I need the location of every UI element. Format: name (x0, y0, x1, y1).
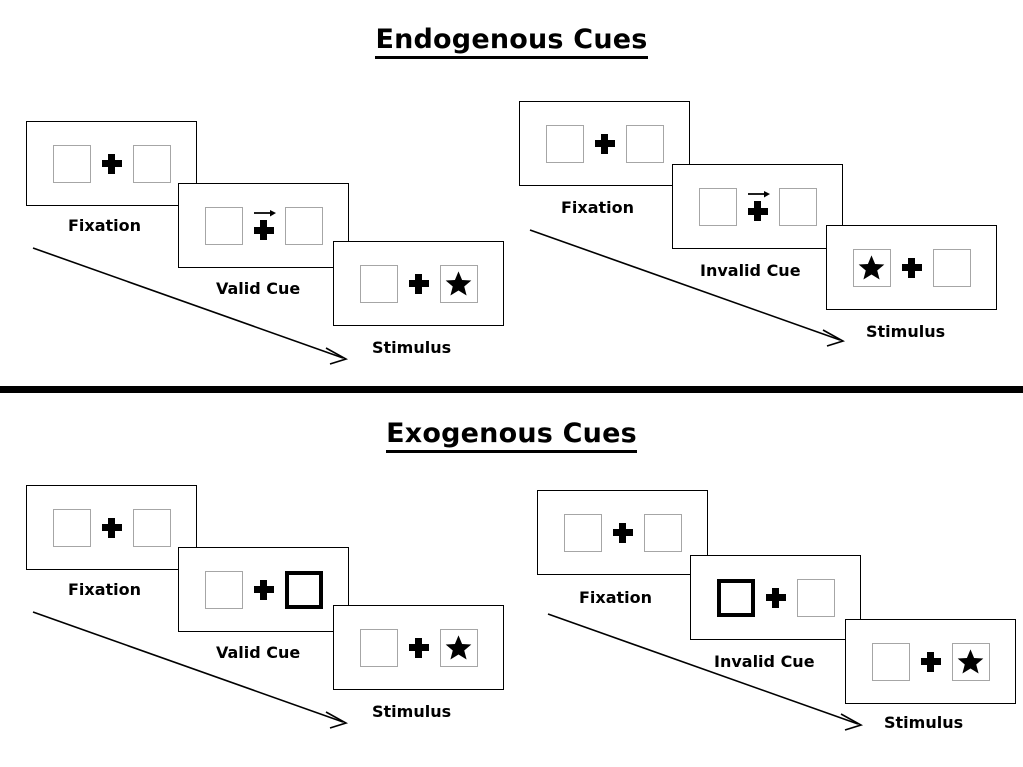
fixation-cross-wrap (765, 579, 786, 617)
section-title-exogenous-text: Exogenous Cues (386, 418, 637, 453)
caption-exogenous-valid-cue: Valid Cue (216, 643, 301, 662)
fixation-cross-wrap (408, 265, 429, 303)
plus-cross-icon (901, 257, 922, 278)
plus-cross-icon (920, 651, 941, 672)
stimulus-box-right (951, 642, 990, 681)
stimulus-box-left (871, 642, 910, 681)
stimulus-box-left (852, 248, 891, 287)
panel-exogenous-valid-stimulus (333, 605, 504, 690)
caption-endogenous-invalid-fixation: Fixation (561, 198, 635, 217)
arrow-right-icon (747, 190, 770, 197)
stimulus-box-left (359, 264, 398, 303)
stimulus-box-left-cued (716, 578, 755, 617)
stimulus-box-right (132, 144, 171, 183)
panel-content (563, 513, 682, 552)
stimulus-box-left (52, 508, 91, 547)
stimulus-box-right (284, 206, 323, 245)
caption-exogenous-invalid-fixation: Fixation (579, 588, 653, 607)
panel-content (698, 187, 817, 226)
panel-exogenous-invalid-stimulus (845, 619, 1016, 704)
panel-exogenous-invalid-cue (690, 555, 861, 640)
stimulus-box-left (204, 206, 243, 245)
fixation-cross-wrap (101, 145, 122, 183)
fixation-cross-wrap (594, 125, 615, 163)
fixation-cross-wrap (901, 249, 922, 287)
fixation-cross-wrap (612, 514, 633, 552)
fixation-cross-wrap (408, 629, 429, 667)
stimulus-box-left (52, 144, 91, 183)
plus-cross-icon (747, 201, 768, 221)
stimulus-box-right (132, 508, 171, 547)
stimulus-box-right (778, 187, 817, 226)
plus-cross-icon (101, 517, 122, 538)
stimulus-box-right-cued (284, 570, 323, 609)
stimulus-box-left (204, 570, 243, 609)
flow-arrow-endogenous-valid (32, 247, 349, 365)
caption-endogenous-invalid-stimulus: Stimulus (866, 322, 946, 341)
plus-cross-icon (253, 579, 274, 600)
panel-endogenous-valid-cue (178, 183, 349, 268)
star-icon (445, 271, 472, 296)
stimulus-box-left (545, 124, 584, 163)
caption-endogenous-invalid-cue: Invalid Cue (700, 261, 801, 280)
panel-content (359, 628, 478, 667)
section-divider (0, 386, 1023, 393)
plus-cross-icon (612, 522, 633, 543)
fixation-cross-wrap (101, 509, 122, 547)
caption-exogenous-valid-fixation: Fixation (68, 580, 142, 599)
panel-content (204, 570, 323, 609)
panel-endogenous-valid-fixation (26, 121, 197, 206)
panel-content (52, 144, 171, 183)
fixation-cross-wrap (253, 571, 274, 609)
section-title-endogenous-text: Endogenous Cues (375, 24, 648, 59)
panel-endogenous-valid-stimulus (333, 241, 504, 326)
flow-arrow-endogenous-invalid (529, 229, 846, 347)
panel-exogenous-valid-cue (178, 547, 349, 632)
flow-arrow-exogenous-valid (32, 611, 349, 729)
star-icon (445, 635, 472, 660)
stimulus-box-right (643, 513, 682, 552)
panel-content (871, 642, 990, 681)
plus-cross-icon (594, 133, 615, 154)
caption-exogenous-invalid-cue: Invalid Cue (714, 652, 815, 671)
plus-cross-icon (765, 587, 786, 608)
stimulus-box-right (625, 124, 664, 163)
panel-content (52, 508, 171, 547)
panel-content (545, 124, 664, 163)
plus-cross-icon (253, 220, 274, 240)
panel-exogenous-valid-fixation (26, 485, 197, 570)
flow-arrow-exogenous-invalid (547, 613, 864, 731)
stimulus-box-right (439, 628, 478, 667)
fixation-cross-wrap (920, 643, 941, 681)
panel-endogenous-invalid-stimulus (826, 225, 997, 310)
stimulus-box-left (698, 187, 737, 226)
panel-content (359, 264, 478, 303)
stimulus-box-right (796, 578, 835, 617)
stimulus-box-left (563, 513, 602, 552)
caption-endogenous-valid-cue: Valid Cue (216, 279, 301, 298)
plus-cross-icon (408, 273, 429, 294)
fixation-cross-wrap (253, 207, 276, 245)
star-icon (858, 255, 885, 280)
panel-exogenous-invalid-fixation (537, 490, 708, 575)
panel-content (852, 248, 971, 287)
panel-endogenous-invalid-cue (672, 164, 843, 249)
section-title-exogenous: Exogenous Cues (0, 418, 1023, 453)
stimulus-box-left (359, 628, 398, 667)
plus-cross-icon (408, 637, 429, 658)
stimulus-box-right (932, 248, 971, 287)
arrow-right-icon (253, 209, 276, 216)
caption-endogenous-valid-stimulus: Stimulus (372, 338, 452, 357)
caption-exogenous-valid-stimulus: Stimulus (372, 702, 452, 721)
panel-content (204, 206, 323, 245)
plus-cross-icon (101, 153, 122, 174)
fixation-cross-wrap (747, 188, 770, 226)
star-icon (957, 649, 984, 674)
panel-endogenous-invalid-fixation (519, 101, 690, 186)
panel-content (716, 578, 835, 617)
stimulus-box-right (439, 264, 478, 303)
caption-exogenous-invalid-stimulus: Stimulus (884, 713, 964, 732)
section-title-endogenous: Endogenous Cues (0, 24, 1023, 59)
caption-endogenous-valid-fixation: Fixation (68, 216, 142, 235)
